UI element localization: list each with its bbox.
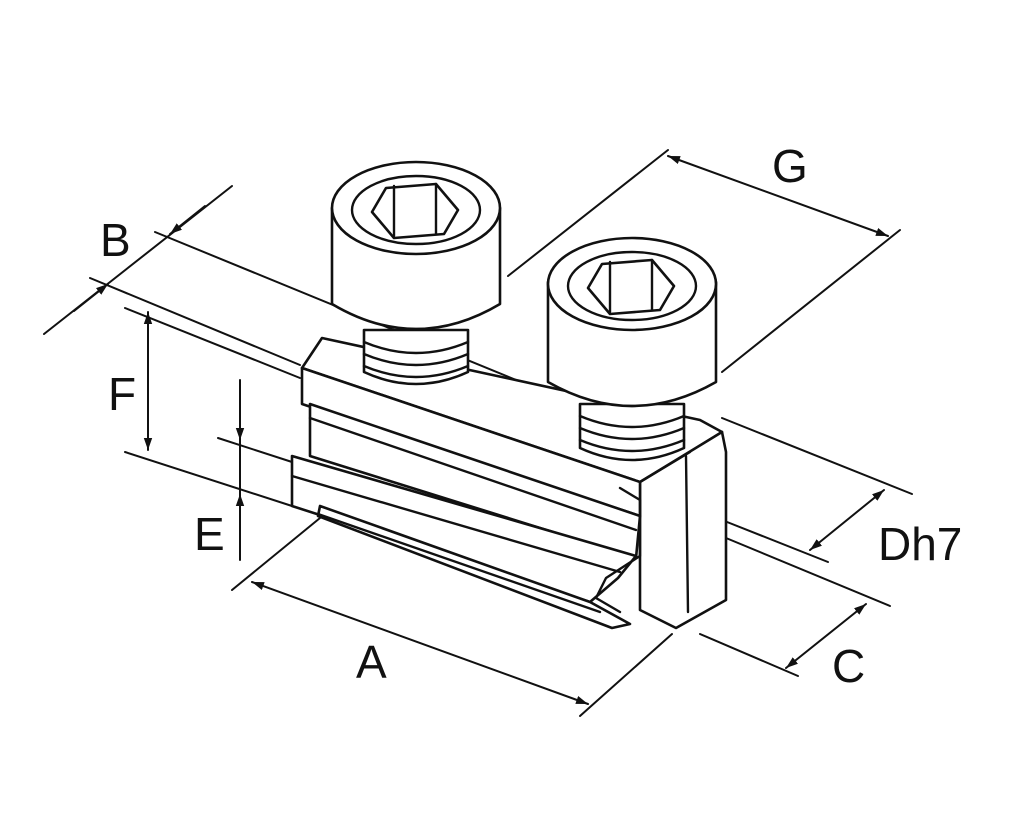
dimension-label-f: F — [108, 368, 136, 420]
dimension-label-g: G — [772, 140, 808, 192]
dimension-labels: B F E A G Dh7 C — [100, 140, 962, 692]
dimension-label-d: Dh7 — [878, 518, 962, 570]
dimension-label-e: E — [194, 508, 225, 560]
dimension-a-line — [251, 581, 589, 705]
dimension-label-a: A — [356, 636, 387, 688]
extension-lines — [89, 149, 913, 717]
dimension-d-line — [809, 489, 885, 551]
right-cap-screw — [546, 236, 718, 462]
dimension-label-b: B — [100, 214, 131, 266]
dimension-g-line — [667, 155, 889, 237]
left-cap-screw — [330, 160, 502, 386]
dimension-c-line — [785, 603, 867, 669]
dimension-label-c: C — [832, 640, 865, 692]
dimension-lines — [43, 155, 889, 705]
